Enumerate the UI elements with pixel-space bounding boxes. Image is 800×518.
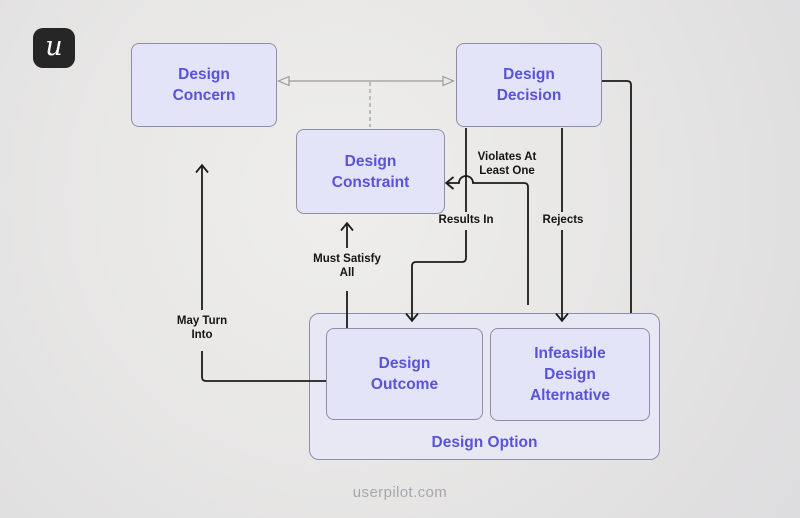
edge-label-violates: Violates At Least One (477, 151, 537, 177)
edge-label-must-satisfy: Must Satisfy All (313, 253, 381, 279)
userpilot-logo: u (33, 28, 75, 68)
watermark: userpilot.com (352, 484, 448, 501)
node-design-constraint: Design Constraint (296, 129, 445, 214)
edge-concern-decision (276, 75, 456, 127)
arrowhead-up-icon (340, 221, 354, 232)
node-infeasible-design-alternative: Infeasible Design Alternative (490, 328, 650, 421)
design-option-label: Design Option (431, 434, 538, 451)
arrowhead-up-icon (195, 163, 209, 174)
edge-decision-option-loop (602, 80, 632, 313)
hollow-arrowhead-left-icon (276, 75, 290, 87)
node-design-outcome: Design Outcome (326, 328, 483, 420)
hollow-arrowhead-right-icon (442, 75, 456, 87)
logo-letter: u (45, 31, 63, 62)
node-design-decision: Design Decision (456, 43, 602, 127)
edge-violates (444, 175, 529, 305)
edge-label-rejects: Rejects (542, 214, 584, 226)
edge-label-may-turn-into: May Turn Into (176, 315, 228, 341)
node-design-concern: Design Concern (131, 43, 277, 127)
arrowhead-left-icon (444, 176, 455, 190)
